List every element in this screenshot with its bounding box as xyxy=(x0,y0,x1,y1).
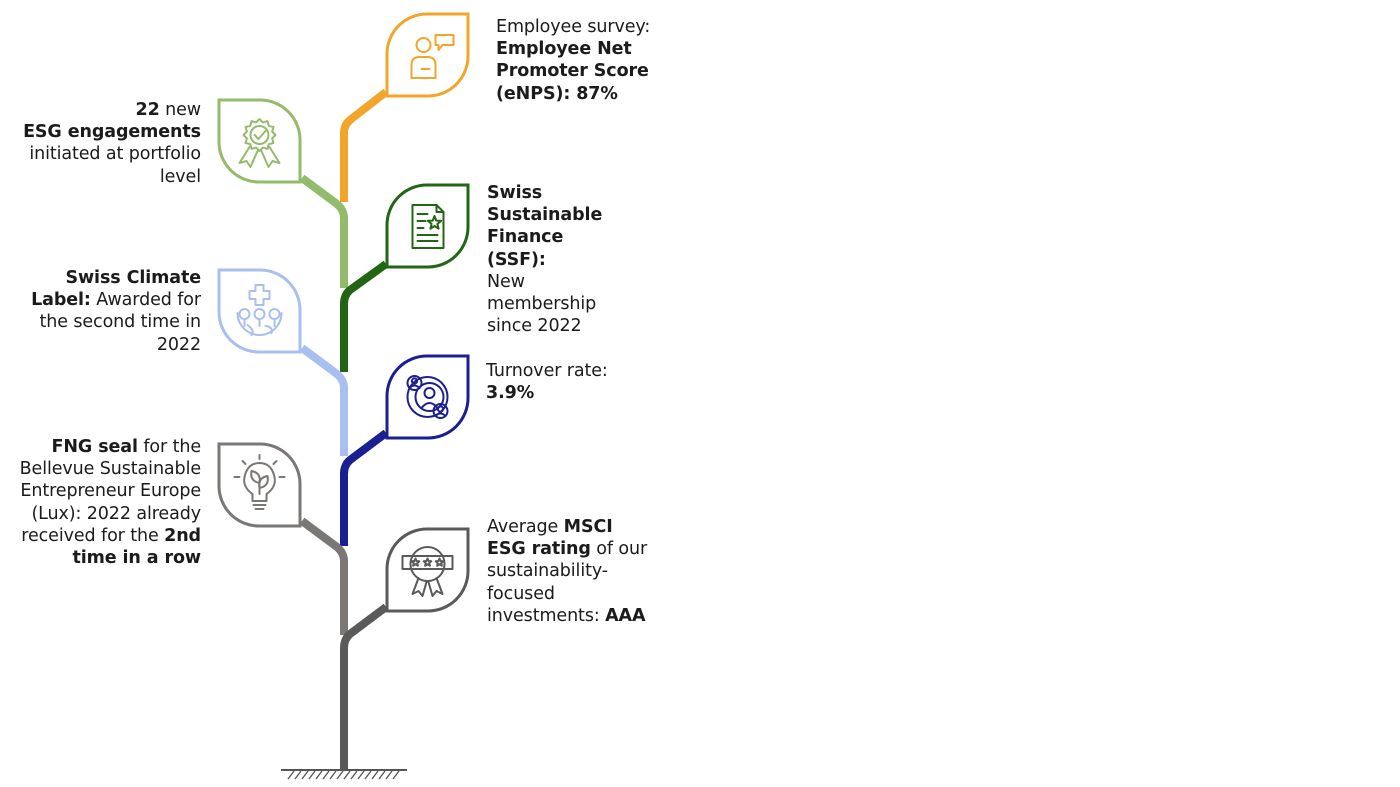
leaf-label-part: for the Bellevue Sustainable Entrepreneu… xyxy=(19,437,201,546)
earth-trees-cross-icon xyxy=(236,284,283,336)
people-rotation-icon xyxy=(406,375,449,419)
leaf-1 xyxy=(385,12,470,98)
leaf-7 xyxy=(385,527,470,613)
leaf-2 xyxy=(217,98,302,184)
leaf-label-part: 2nd time in a row xyxy=(72,525,201,569)
leaf-label-7: Average MSCI ESG rating of our sustainab… xyxy=(487,516,652,627)
trunk-segment-7 xyxy=(340,603,389,770)
leaf-label-part: Employee survey: xyxy=(496,17,651,37)
leaf-label-part: Swiss Sustainable Finance (SSF): xyxy=(487,183,603,270)
leaf-label-part: 22 xyxy=(135,100,160,120)
leaf-label-1: Employee survey:Employee Net Promoter Sc… xyxy=(496,16,661,105)
leaf-shape xyxy=(217,268,302,354)
leaf-label-part: 3.9% xyxy=(486,383,535,404)
leaf-6 xyxy=(217,442,302,528)
leaf-label-part: Turnover rate: xyxy=(486,361,608,381)
leaf-shape xyxy=(385,12,470,98)
leaf-label-part: initiated at portfolio level xyxy=(29,144,201,187)
person-chat-icon xyxy=(410,34,455,79)
leaf-label-part: New membership since 2022 xyxy=(487,271,597,337)
trunk-segment-6 xyxy=(299,517,348,635)
leaf-label-part: Swiss Climate Label: xyxy=(31,268,201,311)
leaf-label-part: new xyxy=(159,100,201,120)
leaf-4 xyxy=(217,268,302,354)
leaf-5 xyxy=(385,354,470,440)
trunk-segment-2 xyxy=(299,174,348,288)
leaf-label-part: Employee Net Promoter Score (eNPS): 87% xyxy=(496,39,649,104)
leaves xyxy=(217,12,470,613)
leaf-label-6: FNG seal for the Bellevue Sustainable En… xyxy=(16,436,201,569)
leaf-shape xyxy=(385,183,470,269)
leaf-label-part: of our sustainability-focused investment… xyxy=(487,539,648,626)
leaf-shape xyxy=(217,98,302,184)
leaf-label-4: Swiss Climate Label: Awarded for the sec… xyxy=(31,267,201,356)
rating-badge-icon xyxy=(401,546,454,597)
trunk-segment-5 xyxy=(340,429,389,546)
trunk xyxy=(299,88,389,770)
award-ribbon-icon xyxy=(238,118,281,168)
leaf-label-part: Awarded for the second time in 2022 xyxy=(39,290,201,355)
leaf-label-part: AAA xyxy=(605,605,646,626)
trunk-segment-1 xyxy=(340,88,389,202)
trunk-segment-3 xyxy=(340,260,389,372)
lightbulb-leaf-icon xyxy=(233,454,286,510)
trunk-segment-4 xyxy=(299,344,348,456)
leaf-label-part: Average xyxy=(487,517,564,537)
leaf-3 xyxy=(385,183,470,269)
leaf-label-5: Turnover rate:3.9% xyxy=(486,360,636,404)
leaf-label-3: Swiss Sustainable Finance (SSF):New memb… xyxy=(487,182,627,337)
leaf-label-part: ESG engagements xyxy=(23,122,201,143)
leaf-label-part: FNG seal xyxy=(51,437,138,457)
leaf-label-part: MSCI ESG rating xyxy=(487,517,613,560)
ground-hatch xyxy=(281,769,407,780)
document-star-icon xyxy=(411,204,445,249)
